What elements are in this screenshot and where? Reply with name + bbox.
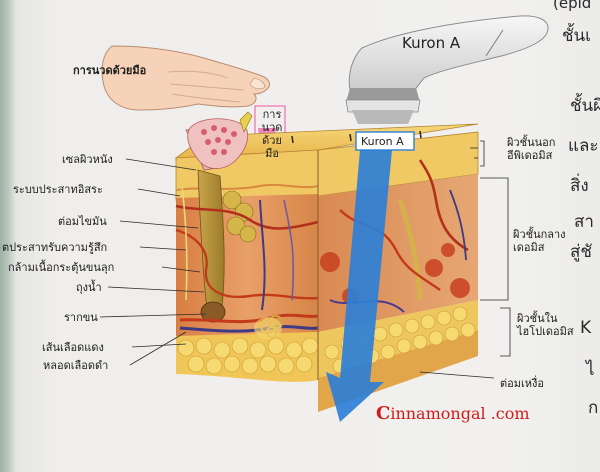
label-dermis: ผิวชั้นกลาง เดอมิส xyxy=(513,228,566,254)
book-text-d: สิ่ง xyxy=(570,176,589,196)
book-text-c: และ xyxy=(568,136,599,156)
label-skin-cells: เซลผิวหนัง xyxy=(62,153,113,166)
label-autonomic-nerve: ระบบประสาทอิสระ xyxy=(13,183,103,196)
label-arrector-muscle: กล้ามเนื้อกระตุ้นขนลุก xyxy=(8,261,115,274)
label-vein: หลอดเลือดดำ xyxy=(43,359,109,372)
book-text-e: สา xyxy=(574,212,594,232)
book-text-b: ชั้นผิ xyxy=(570,96,600,116)
kuron-device-illustration xyxy=(345,15,549,124)
book-text-h: ไ xyxy=(586,360,595,380)
book-text-a: ชั้นเ xyxy=(562,26,591,46)
label-kuron-device: Kuron A xyxy=(402,34,461,52)
watermark-rest: innamongal .com xyxy=(390,404,530,423)
massage-hand-illustration xyxy=(101,45,270,111)
skin-block-front xyxy=(175,111,319,382)
kuron-tag: Kuron A xyxy=(361,135,404,148)
book-text-f: สู่ชั xyxy=(570,242,592,262)
label-hypodermis-line1: ผิวชั้นใน xyxy=(517,312,558,325)
label-epidermis-line2: อีพิเดอมิส xyxy=(507,149,553,162)
book-text-top: (epid xyxy=(553,0,592,12)
label-sweat-gland: ต่อมเหงื่อ xyxy=(500,377,544,390)
label-artery: เส้นเลือดแดง xyxy=(42,341,104,354)
leader-lines xyxy=(99,140,511,379)
book-text-i: ก xyxy=(588,398,599,418)
label-epidermis-line1: ผิวชั้นนอก xyxy=(507,136,556,149)
watermark: Cinnamongal .com xyxy=(376,403,530,424)
kuron-arrow xyxy=(326,131,415,422)
label-hypodermis: ผิวชั้นใน ไฮโปเดอมิส xyxy=(517,312,574,338)
label-dermis-line1: ผิวชั้นกลาง xyxy=(513,228,566,241)
book-text-g: K xyxy=(580,318,592,338)
label-bag: ถุงน้ำ xyxy=(76,281,102,294)
label-dermis-line2: เดอมิส xyxy=(513,241,545,254)
label-sebaceous-gland: ต่อมไขมัน xyxy=(58,215,107,228)
massage-tag-line1: การนวด xyxy=(261,108,283,134)
label-massage-hand: การนวดด้วยมือ xyxy=(73,64,147,77)
label-sensory-nerve: ตประสาทรับความรู้สึก xyxy=(2,241,108,254)
label-hypodermis-line2: ไฮโปเดอมิส xyxy=(517,325,574,338)
label-hair-root: รากขน xyxy=(64,311,98,324)
massage-tag: การนวด ด้วยมือ xyxy=(258,108,286,160)
massage-tag-line2: ด้วยมือ xyxy=(262,134,282,160)
watermark-first-letter: C xyxy=(376,403,391,424)
label-epidermis: ผิวชั้นนอก อีพิเดอมิส xyxy=(507,136,555,162)
